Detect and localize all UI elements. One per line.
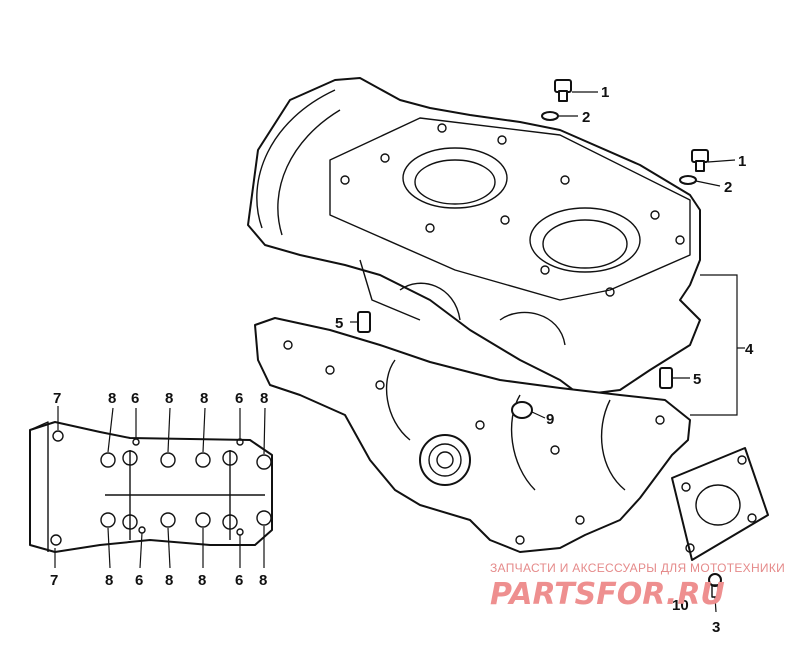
dowel-pin-5-right (659, 367, 673, 389)
watermark-logo: PARTSFOR.RU (490, 577, 725, 612)
crankcase-lower-half (254, 317, 691, 553)
callout-labels: 1 2 1 2 4 5 5 9 10 3 7 8 6 8 8 6 8 7 8 6… (50, 84, 754, 636)
callout-5-left: 5 (335, 315, 343, 332)
callout-8-top-4: 8 (260, 390, 268, 407)
callout-1-upper: 1 (601, 84, 609, 101)
crankcase-upper-half (247, 77, 701, 396)
callout-4: 4 (745, 341, 754, 358)
callout-3: 3 (712, 619, 720, 636)
callout-8-top-2: 8 (165, 390, 173, 407)
callout-8-bottom-3: 8 (198, 572, 206, 589)
callout-8-top-3: 8 (200, 390, 208, 407)
callout-8-top-1: 8 (108, 390, 116, 407)
watermark-caption: ЗАПЧАСТИ И АКСЕССУАРЫ ДЛЯ МОТОТЕХНИКИ (490, 561, 785, 575)
callout-1-lower: 1 (738, 153, 746, 170)
bolt-1-lower (691, 149, 709, 172)
washer-2-upper (541, 111, 559, 121)
callout-2-lower: 2 (724, 179, 732, 196)
screw-3 (708, 573, 722, 598)
callout-5-right: 5 (693, 371, 701, 388)
callout-9: 9 (546, 411, 554, 428)
callout-8-bottom-4: 8 (259, 572, 267, 589)
callout-6-bottom-1: 6 (135, 572, 143, 589)
callout-7-bottom: 7 (50, 572, 58, 589)
leader-lines (54, 91, 745, 613)
callout-10: 10 (672, 597, 689, 614)
callout-8-bottom-2: 8 (165, 572, 173, 589)
callout-8-bottom-1: 8 (105, 572, 113, 589)
gasket-plate (671, 447, 769, 561)
callout-7-top: 7 (53, 390, 61, 407)
callout-6-top-1: 6 (131, 390, 139, 407)
sleeve-9 (511, 401, 533, 419)
callout-6-top-2: 6 (235, 390, 243, 407)
crankcase-underside-view (29, 421, 273, 553)
dowel-pin-5-left (357, 311, 371, 333)
washer-2-lower (679, 175, 697, 185)
watermark: ЗАПЧАСТИ И АКСЕССУАРЫ ДЛЯ МОТОТЕХНИКИ PA… (490, 561, 785, 612)
bolt-1-upper (554, 79, 572, 102)
callout-6-bottom-2: 6 (235, 572, 243, 589)
callout-2-upper: 2 (582, 109, 590, 126)
